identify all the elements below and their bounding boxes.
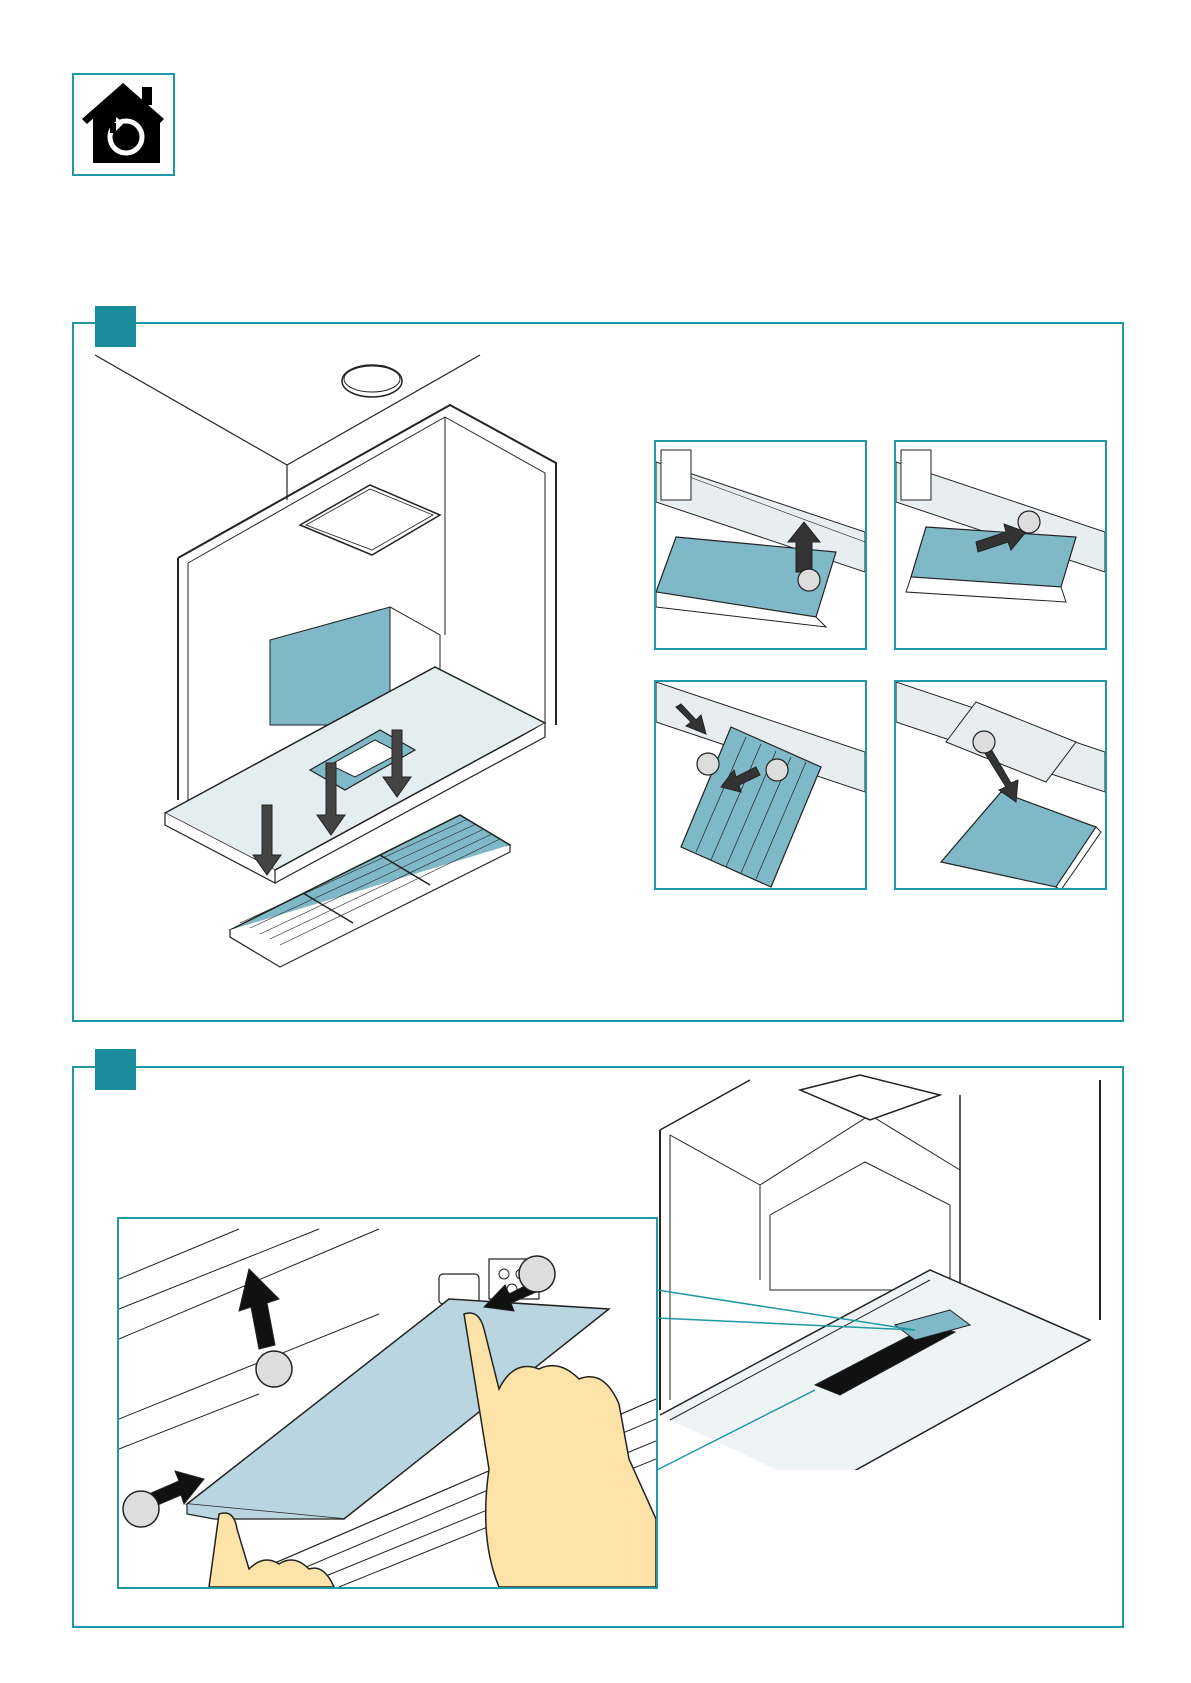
up-arrow-icon	[239, 1269, 279, 1349]
step-2-zoom-detail	[117, 1217, 658, 1589]
left-hand-icon	[209, 1513, 334, 1587]
